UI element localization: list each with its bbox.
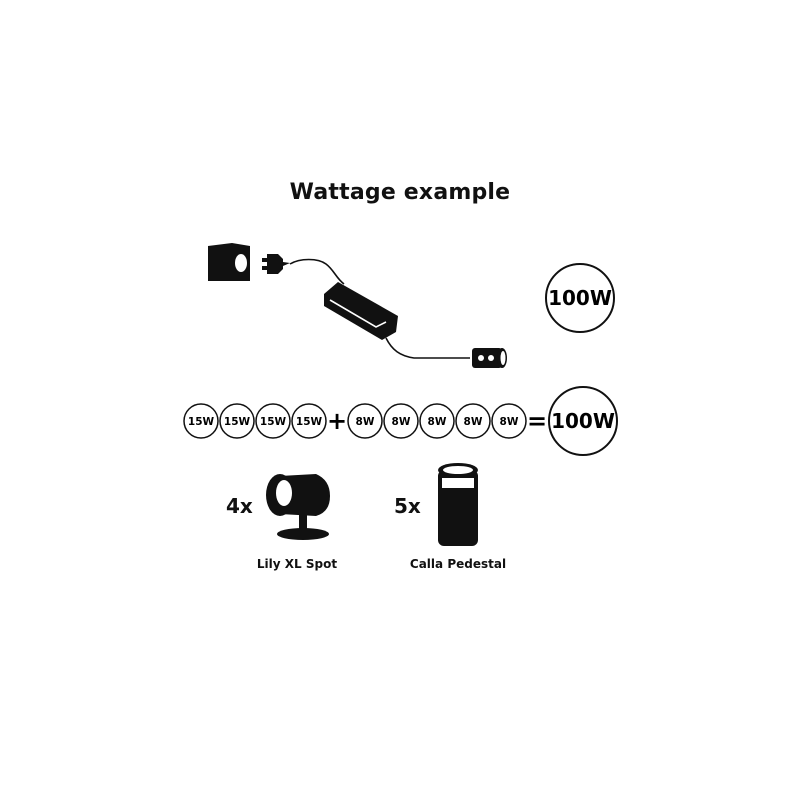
wattage-item: 15W (183, 403, 219, 439)
power-supply-icon (324, 282, 398, 340)
wattage-item-label: 8W (428, 416, 447, 428)
wattage-item: 15W (255, 403, 291, 439)
wattage-item-label: 8W (500, 416, 519, 428)
pedestal-quantity: 5x (394, 494, 421, 518)
equation-row: 15W 15W 15W 15W + 8W 8W (183, 386, 618, 456)
wattage-item-label: 8W (356, 416, 375, 428)
wattage-item: 8W (455, 403, 491, 439)
pedestal-name: Calla Pedestal (409, 557, 507, 571)
result-wattage-badge: 100W (548, 386, 618, 456)
spotlight-quantity: 4x (226, 494, 253, 518)
wattage-item: 8W (383, 403, 419, 439)
wattage-item: 15W (219, 403, 255, 439)
wattage-item-label: 8W (392, 416, 411, 428)
plus-sign: + (327, 407, 347, 435)
wall-socket-icon (208, 243, 250, 281)
wattage-item: 8W (491, 403, 527, 439)
pedestal-light-icon (438, 463, 478, 546)
plug-icon (262, 254, 290, 274)
wattage-item: 15W (291, 403, 327, 439)
wattage-item: 8W (419, 403, 455, 439)
total-wattage-badge: 100W (545, 263, 615, 333)
wattage-item-label: 8W (464, 416, 483, 428)
wattage-item-label: 15W (188, 416, 215, 428)
diagram-title: Wattage example (289, 180, 511, 205)
spotlight-name: Lily XL Spot (256, 557, 338, 571)
wattage-item: 8W (347, 403, 383, 439)
spotlight-icon (266, 474, 330, 540)
wattage-item-label: 15W (296, 416, 323, 428)
result-wattage-label: 100W (551, 409, 615, 433)
total-wattage-label: 100W (548, 286, 612, 310)
connector-icon (472, 348, 507, 368)
equals-sign: = (527, 407, 547, 435)
wattage-item-label: 15W (224, 416, 251, 428)
wattage-item-label: 15W (260, 416, 287, 428)
